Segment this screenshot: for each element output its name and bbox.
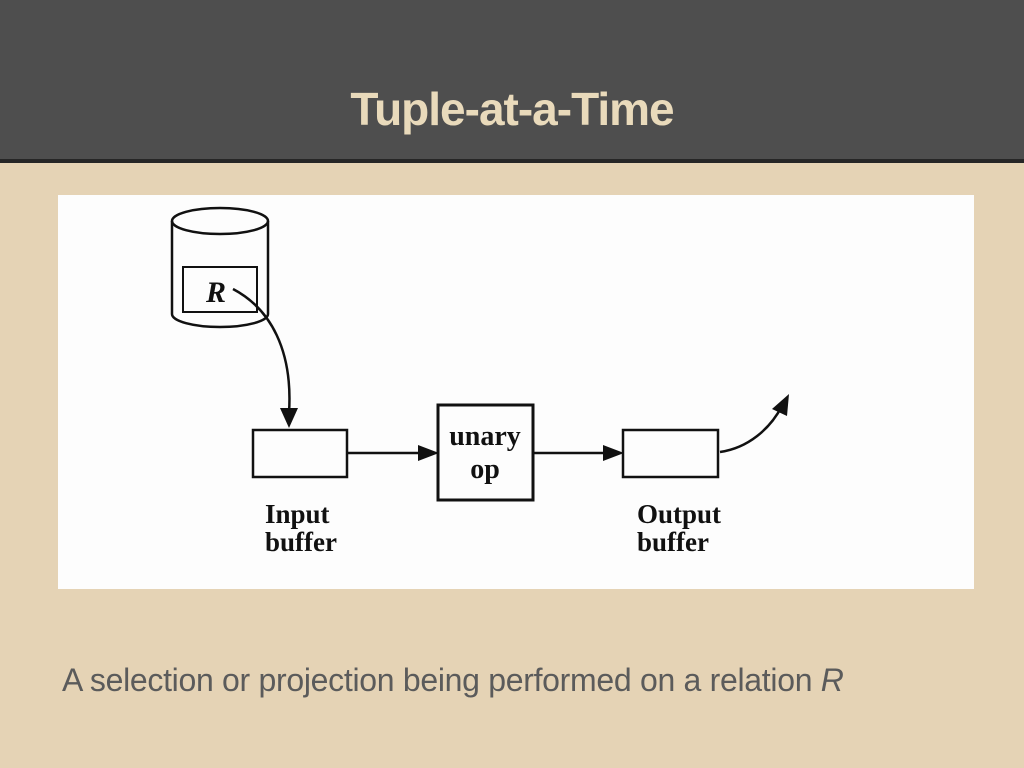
unary-op-label-line1: unary [449, 421, 521, 452]
input-buffer-label-line2: buffer [265, 527, 337, 557]
output-buffer-box [621, 428, 720, 479]
output-buffer-label-line1: Output [637, 499, 721, 529]
arrow-output-out [719, 394, 789, 454]
relation-r-label: R [205, 276, 226, 309]
arrowhead-right [603, 445, 624, 461]
title-bar: Tuple-at-a-Time [0, 0, 1024, 163]
slide-title: Tuple-at-a-Time [350, 83, 674, 135]
arrow-unaryop-to-output [533, 445, 624, 461]
relation-r-box [182, 266, 258, 313]
arrowhead-up-right [772, 394, 789, 416]
unary-op-label-line2: op [470, 454, 500, 485]
input-buffer-label-line1: Input [265, 499, 330, 529]
input-buffer-box [251, 428, 349, 479]
unary-op-box [436, 403, 535, 502]
arrow-relation-to-input [232, 287, 298, 428]
caption-text: A selection or projection being performe… [62, 662, 821, 698]
figure-panel: R Input buffer unary op [58, 195, 974, 589]
arrowhead-right [418, 445, 439, 461]
dataflow-diagram: R Input buffer unary op [170, 206, 789, 557]
caption: A selection or projection being performe… [62, 662, 844, 699]
arrow-input-to-unaryop [347, 445, 439, 461]
arrowhead-down [280, 408, 298, 428]
output-buffer-label-line2: buffer [637, 527, 709, 557]
database-cylinder-icon [170, 206, 270, 329]
caption-relation-name: R [820, 662, 844, 698]
